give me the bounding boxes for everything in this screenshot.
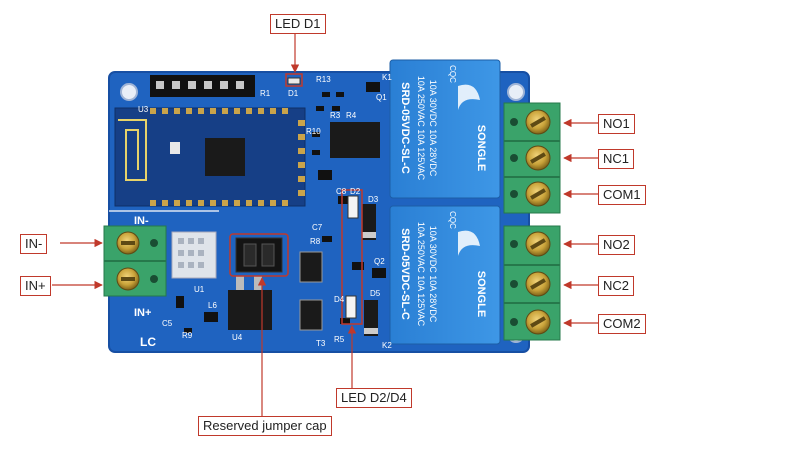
- silk-r8: R8: [310, 237, 321, 246]
- relay-k1-rating-1: 10A 250VAC 10A 125VAC: [416, 76, 426, 181]
- silk-c7: C7: [312, 223, 323, 232]
- silk-d4: D4: [334, 295, 345, 304]
- led-d1-highlight: [285, 73, 303, 87]
- power-section: [171, 231, 272, 330]
- callout-com1: COM1: [598, 185, 646, 205]
- callout-no2: NO2: [598, 235, 635, 255]
- silk-d5: D5: [370, 289, 381, 298]
- relay-k1-cert: CQC: [448, 65, 457, 83]
- silk-d1: D1: [288, 89, 299, 98]
- songle-logo-icon: [458, 230, 480, 256]
- silk-d3: D3: [368, 195, 379, 204]
- relay-k2-cert: CQC: [448, 211, 457, 229]
- silk-u1: U1: [194, 285, 205, 294]
- chip: [205, 138, 245, 176]
- smd-parts: [176, 77, 386, 333]
- callout-led-d1: LED D1: [270, 14, 326, 34]
- jumper-cap: [229, 233, 289, 277]
- silk-k1: K1: [382, 73, 392, 82]
- mount-hole: [507, 83, 525, 101]
- callout-com2: COM2: [598, 314, 646, 334]
- input-terminal: [103, 225, 167, 297]
- mount-hole: [120, 83, 138, 101]
- silk-r4: R4: [346, 111, 357, 120]
- callout-nc2: NC2: [598, 276, 635, 296]
- relay-k1-brand: SONGLE: [475, 125, 487, 171]
- led-d2-d4: [345, 195, 359, 319]
- silk-k2: K2: [382, 341, 392, 350]
- pcb-logo: LC: [140, 335, 156, 349]
- relay-k1-rating-2: 10A 30VDC 10A 28VDC: [428, 80, 438, 177]
- silk-c8: C8: [336, 187, 347, 196]
- silk-r13: R13: [316, 75, 331, 84]
- silk-t3: T3: [316, 339, 326, 348]
- led-d2-d4-highlight: [341, 189, 363, 325]
- flyback-diodes: [362, 204, 378, 336]
- silk-r3: R3: [330, 111, 341, 120]
- leader-lines: [52, 34, 598, 416]
- silk-in-plus: IN+: [134, 307, 151, 319]
- callout-jumper-cap: Reserved jumper cap: [198, 416, 332, 436]
- silk-q1: Q1: [376, 93, 387, 102]
- wifi-module: [114, 107, 306, 207]
- relay-k2-rating-2: 10A 30VDC 10A 28VDC: [428, 226, 438, 323]
- output-terminal-1: [503, 102, 561, 214]
- silk-l6: L6: [208, 301, 217, 310]
- relay-k2-rating-1: 10A 250VAC 10A 125VAC: [416, 222, 426, 327]
- relay-k2-model: SRD-05VDC-SL-C: [399, 228, 411, 320]
- relay-k1: SRD-05VDC-SL-C 10A 250VAC 10A 125VAC 10A…: [389, 59, 501, 199]
- silk-u3: U3: [138, 105, 149, 114]
- silk-c5: C5: [162, 319, 173, 328]
- callout-no1: NO1: [598, 114, 635, 134]
- relay-k1-model: SRD-05VDC-SL-C: [399, 82, 411, 174]
- silk-r5: R5: [334, 335, 345, 344]
- callout-in-minus: IN-: [20, 234, 48, 254]
- callout-led-d2-d4: LED D2/D4: [336, 388, 412, 408]
- songle-logo-icon: [458, 84, 480, 110]
- silk-r9: R9: [182, 331, 193, 340]
- callout-nc1: NC1: [598, 149, 635, 169]
- pin-header: [150, 75, 255, 97]
- silk-u4: U4: [232, 333, 243, 342]
- relay-k2: SRD-05VDC-SL-C 10A 250VAC 10A 125VAC 10A…: [389, 205, 501, 345]
- callout-in-plus: IN+: [20, 276, 51, 296]
- silk-d2: D2: [350, 187, 361, 196]
- silk-q2: Q2: [374, 257, 385, 266]
- output-terminal-2: [503, 225, 561, 341]
- transistors: [299, 251, 323, 331]
- silk-r1: R1: [260, 89, 271, 98]
- relay-k2-brand: SONGLE: [475, 271, 487, 317]
- silk-in-minus: IN-: [134, 215, 149, 227]
- silk-r10: R10: [306, 127, 321, 136]
